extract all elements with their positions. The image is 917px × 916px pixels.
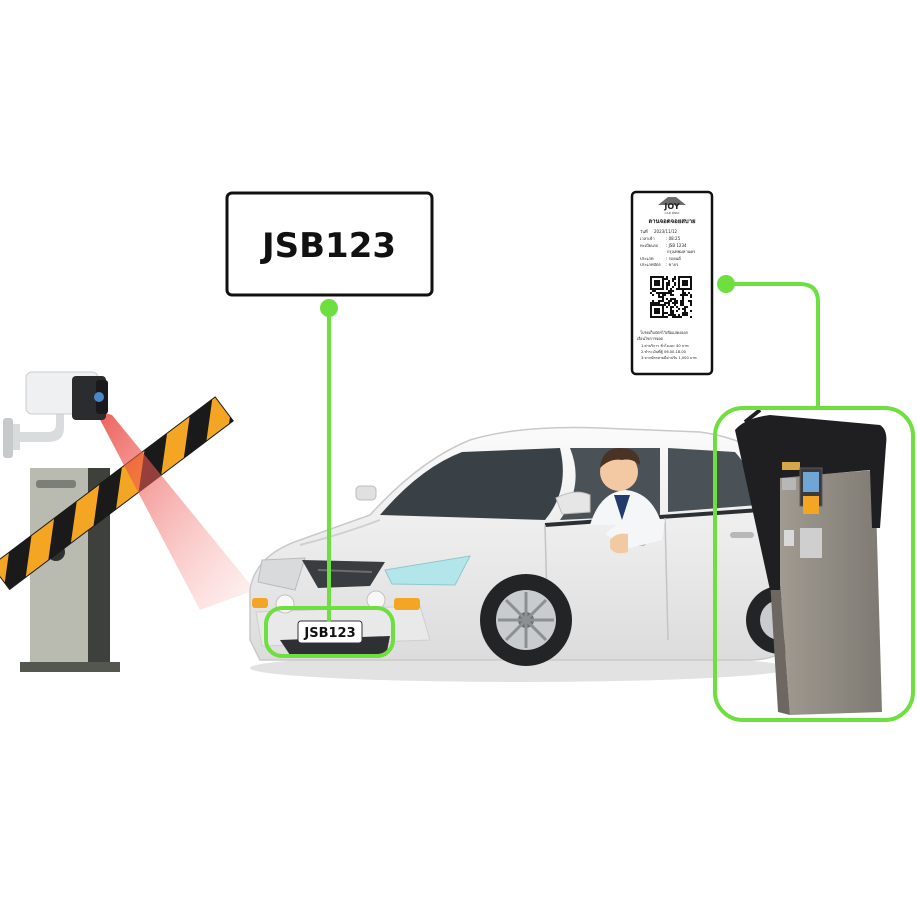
ticket-rows: วันที่ 2023/11/12 เวลาเข้า : 08:25 ทะเบี… xyxy=(640,229,696,267)
svg-text:: 08:25: : 08:25 xyxy=(666,236,681,241)
svg-text:โปรดเก็บบัตรไว้เพื่อแสดงออก: โปรดเก็บบัตรไว้เพื่อแสดงออก xyxy=(640,329,688,335)
parking-ticket: JOY CAR PARK ลานจอดจอยสบาย วันที่ 2023/1… xyxy=(630,190,714,376)
barrier-gate-icon xyxy=(0,396,234,672)
svg-text:เวลาเข้า: เวลาเข้า xyxy=(640,236,655,241)
ticket-connector-dot xyxy=(717,275,735,293)
ticket-title: ลานจอดจอยสบาย xyxy=(648,218,696,225)
svg-text:CAR PARK: CAR PARK xyxy=(665,211,681,215)
connectors xyxy=(264,282,915,722)
svg-text:: ขาจร: : ขาจร xyxy=(666,262,679,267)
display-connector-dot xyxy=(320,299,338,317)
svg-text:2023/11/12: 2023/11/12 xyxy=(654,229,678,234)
joy-logo: JOY CAR PARK xyxy=(658,197,686,215)
plate-highlight xyxy=(264,606,395,658)
qr-code-icon xyxy=(650,276,692,318)
recognized-plate-text: JSB123 xyxy=(260,226,396,266)
driver-icon xyxy=(590,448,665,554)
svg-text:1.ค่าบริการ ชั่วโมงละ 40 บาท: 1.ค่าบริการ ชั่วโมงละ 40 บาท xyxy=(641,343,689,348)
svg-text:ประเภท: ประเภท xyxy=(640,256,654,261)
svg-text:ทะเบียนรถ: ทะเบียนรถ xyxy=(640,243,659,248)
svg-text:เงื่อนไขการจอด: เงื่อนไขการจอด xyxy=(637,336,664,341)
svg-text:ประเภทบัตร: ประเภทบัตร xyxy=(640,262,662,267)
svg-text:กรุงเทพมหานคร: กรุงเทพมหานคร xyxy=(667,249,696,255)
svg-text:3.หากบัตรหายมีค่าปรับ 1,000 บา: 3.หากบัตรหายมีค่าปรับ 1,000 บาท xyxy=(641,355,697,360)
plate-recognition-display: JSB123 xyxy=(225,191,434,297)
svg-text:JOY: JOY xyxy=(663,202,679,211)
svg-text:2.ชำระเงินที่ตู้ 06.00-18.00: 2.ชำระเงินที่ตู้ 06.00-18.00 xyxy=(641,349,687,354)
car-license-plate: JSB123 xyxy=(297,620,363,644)
svg-text:: JSB 1234: : JSB 1234 xyxy=(666,243,687,248)
laser-beam xyxy=(95,410,255,610)
cctv-camera-icon xyxy=(3,371,108,458)
ticket-to-kiosk-connector xyxy=(724,282,820,410)
car-plate-text: JSB123 xyxy=(303,626,355,641)
parking-kiosk-icon xyxy=(735,408,887,715)
kiosk-highlight xyxy=(713,406,915,722)
svg-text:วันที่: วันที่ xyxy=(640,229,648,234)
svg-text:: รถยนต์: : รถยนต์ xyxy=(666,256,681,261)
car-icon xyxy=(249,426,814,682)
